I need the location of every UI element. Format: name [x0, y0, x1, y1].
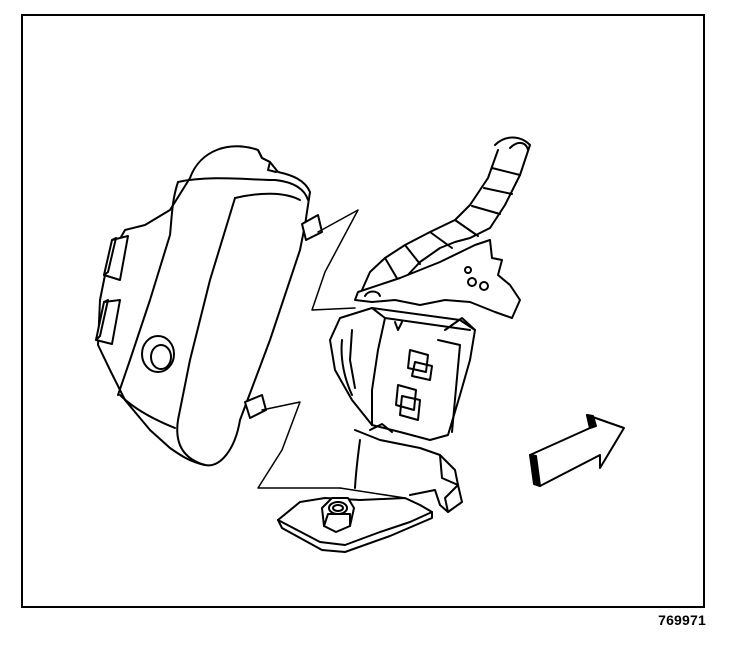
module-cover [95, 145, 323, 467]
explode-lines [257, 209, 406, 499]
module-assembly [277, 136, 531, 553]
install-direction-arrow-icon [529, 414, 625, 487]
illustration-frame [21, 14, 705, 608]
figure-id-label: 769971 [658, 612, 706, 628]
